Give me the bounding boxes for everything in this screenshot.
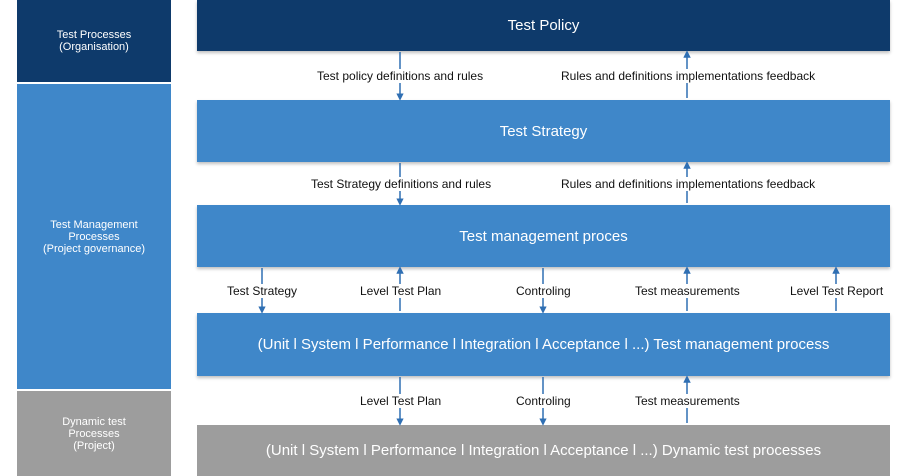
side-label-dynamic: Dynamic test Processes (Project): [62, 415, 126, 452]
box-level-test-management-label: (Unit l System l Performance l Integrati…: [257, 336, 830, 353]
box-test-policy-label: Test Policy: [507, 17, 580, 34]
side-panel-dynamic: Dynamic test Processes (Project): [17, 391, 171, 476]
flow-label-dyn-ltp: Level Test Plan: [359, 394, 443, 408]
flow-label-policy-up: Rules and definitions implementations fe…: [560, 69, 817, 83]
box-test-strategy-label: Test Strategy: [499, 122, 588, 140]
flow-label-mgmt-controling: Controling: [515, 284, 572, 298]
box-test-policy: Test Policy: [197, 0, 890, 51]
flow-label-mgmt-report: Level Test Report: [789, 284, 885, 298]
box-test-strategy: Test Strategy: [197, 100, 890, 162]
side-label-organisation: Test Processes (Organisation): [56, 29, 132, 53]
flow-label-strategy-down: Test Strategy definitions and rules: [310, 177, 493, 191]
side-panel-test-management: Test Management Processes (Project gover…: [17, 84, 171, 389]
flow-label-mgmt-ltp: Level Test Plan: [359, 284, 443, 298]
flow-label-mgmt-measurements: Test measurements: [634, 284, 741, 298]
flow-label-dyn-measurements: Test measurements: [634, 394, 741, 408]
box-dynamic-test-processes-label: (Unit l System l Performance l Integrati…: [265, 442, 822, 459]
flow-label-mgmt-strategy: Test Strategy: [226, 284, 299, 298]
side-label-test-management: Test Management Processes (Project gover…: [42, 218, 146, 255]
flow-label-policy-down: Test policy definitions and rules: [316, 69, 485, 83]
flow-label-strategy-up: Rules and definitions implementations fe…: [560, 177, 817, 191]
box-dynamic-test-processes: (Unit l System l Performance l Integrati…: [197, 425, 890, 476]
box-test-management-proces: Test management proces: [197, 205, 890, 267]
box-test-management-proces-label: Test management proces: [459, 227, 628, 245]
flow-label-dyn-controling: Controling: [515, 394, 572, 408]
side-panel-organisation: Test Processes (Organisation): [17, 0, 171, 82]
box-level-test-management: (Unit l System l Performance l Integrati…: [197, 313, 890, 376]
